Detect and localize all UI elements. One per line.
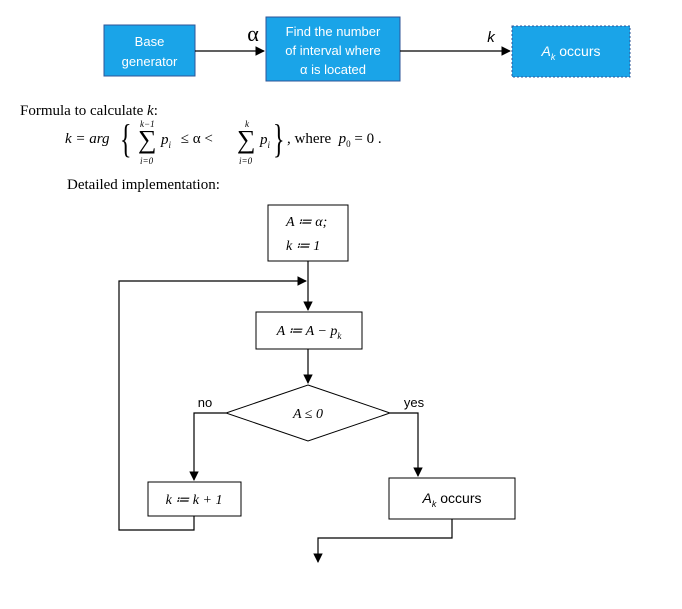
subtract-box <box>255 311 363 350</box>
find-interval-label-2: of interval where <box>285 43 380 58</box>
sum1-lower: i=0 <box>140 156 154 166</box>
sum2-upper: k <box>245 119 249 129</box>
sum2-term: pi <box>260 132 270 150</box>
yes-branch-line <box>390 412 423 477</box>
sum1-term-main: p <box>161 132 169 148</box>
occurs-label-base: A <box>541 43 551 59</box>
no-label: no <box>198 395 212 410</box>
detailed-title: Detailed implementation: <box>67 177 220 193</box>
no-branch-line <box>189 412 226 481</box>
formula-intro-text: Formula to calculate <box>20 103 148 119</box>
occurs-label-text: occurs <box>555 43 600 59</box>
sum1-upper: k−1 <box>140 119 155 129</box>
formula-where: , where p0 = 0 . <box>287 131 382 149</box>
sum1-sigma: ∑ <box>138 125 157 154</box>
formula-left-brace: { <box>120 116 132 161</box>
increment-label: k ≔ k + 1 <box>166 493 223 508</box>
yes-label: yes <box>404 395 425 410</box>
formula-where-sub: 0 <box>346 139 351 149</box>
formula-where-var: p <box>338 131 347 147</box>
occurs-label-sub: k <box>551 52 556 62</box>
sum1-term-sub: i <box>168 140 172 150</box>
find-interval-box <box>265 16 401 82</box>
find-interval-label-3: α is located <box>300 62 366 77</box>
init-line-2: k ≔ 1 <box>286 239 320 254</box>
sum2-term-sub: i <box>267 140 271 150</box>
formula-intro-var: k <box>147 103 154 119</box>
condition-label: A ≤ 0 <box>292 407 323 422</box>
formula-intro-end: : <box>153 103 158 119</box>
subtract-label: A ≔ A − pk <box>276 324 343 341</box>
init-line-1: A ≔ α; <box>285 215 327 230</box>
formula-where-text: , where <box>287 131 339 147</box>
formula-where-rest: = 0 . <box>350 131 382 147</box>
sum2-sigma: ∑ <box>237 125 256 154</box>
formula-relation: ≤ α < <box>177 131 217 147</box>
sum2-lower: i=0 <box>239 156 253 166</box>
k-label: k <box>487 29 496 46</box>
increment-box <box>147 481 242 517</box>
flow-occurs-label-base: A <box>422 490 432 506</box>
exit-line <box>313 519 453 563</box>
formula-right-brace: } <box>273 116 285 161</box>
base-generator-label-2: generator <box>122 54 178 69</box>
flow-occurs-label-sub: k <box>432 499 437 509</box>
subtract-label-sub: k <box>337 331 342 341</box>
subtract-label-main: A ≔ A − p <box>276 324 338 339</box>
flow-occurs-label: Ak occurs <box>422 490 482 509</box>
decision-diamond <box>224 384 392 442</box>
base-generator-box <box>103 24 196 77</box>
sum1-term: pi <box>161 132 171 150</box>
init-box <box>267 204 349 262</box>
loop-back-line <box>118 276 307 531</box>
base-generator-label-1: Base <box>135 34 165 49</box>
alpha-label: α <box>247 21 259 46</box>
flow-occurs-label-text: occurs <box>436 490 481 506</box>
find-interval-label-1: Find the number <box>286 24 381 39</box>
formula-lhs: k = arg <box>65 131 110 147</box>
occurs-box <box>511 25 631 78</box>
occurs-label: Ak occurs <box>541 43 601 62</box>
sum2-term-main: p <box>260 132 268 148</box>
formula-intro: Formula to calculate k: <box>20 103 158 120</box>
